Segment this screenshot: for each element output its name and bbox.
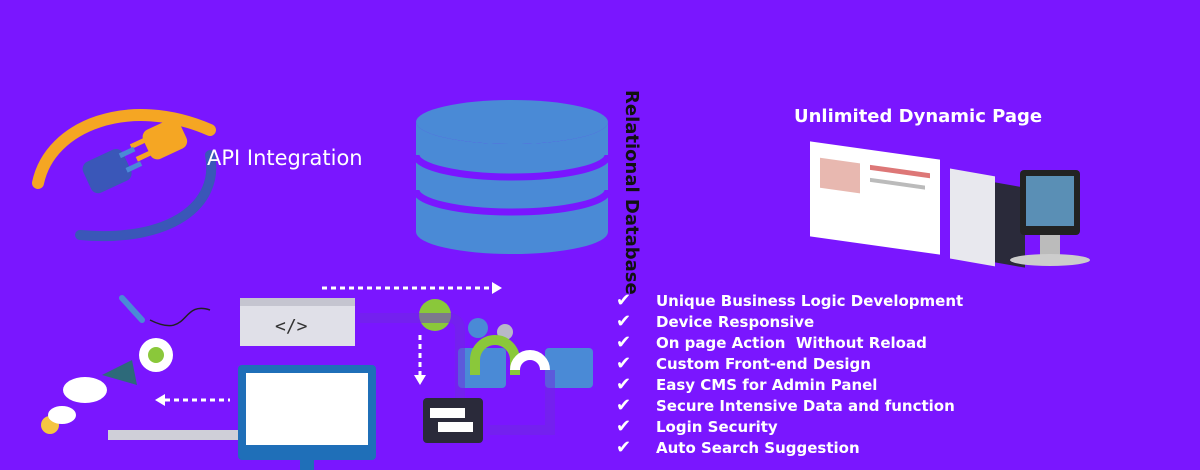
api-integration-label: API Integration — [207, 146, 363, 170]
feature-list: ✔Unique Business Logic Development ✔Devi… — [616, 290, 963, 458]
feature-item: ✔Auto Search Suggestion — [616, 437, 860, 458]
database-icon — [412, 100, 612, 254]
dynamic-page-title: Unlimited Dynamic Page — [794, 106, 1043, 127]
checkmark-icon: ✔ — [616, 311, 632, 332]
plug-icon — [32, 109, 217, 241]
checkmark-icon: ✔ — [616, 395, 632, 416]
svg-text:</>: </> — [275, 316, 308, 337]
checkmark-icon: ✔ — [616, 290, 632, 311]
dynamic-pages-illustration — [810, 141, 1090, 268]
checkmark-icon: ✔ — [616, 437, 632, 458]
checkmark-icon: ✔ — [616, 353, 632, 374]
feature-item: ✔On page Action Without Reload — [616, 332, 927, 353]
checkmark-icon: ✔ — [616, 416, 632, 437]
checkmark-icon: ✔ — [616, 332, 632, 353]
web-development-illustration: </> — [41, 282, 593, 470]
feature-item: ✔Unique Business Logic Development — [616, 290, 964, 311]
feature-item: ✔Custom Front-end Design — [616, 353, 871, 374]
feature-item: ✔Easy CMS for Admin Panel — [616, 374, 878, 395]
feature-item: ✔Secure Intensive Data and function — [616, 395, 955, 416]
feature-item: ✔Device Responsive — [616, 311, 815, 332]
checkmark-icon: ✔ — [616, 374, 632, 395]
relational-database-label: Relational Database — [621, 90, 642, 295]
feature-item: ✔Login Security — [616, 416, 778, 437]
